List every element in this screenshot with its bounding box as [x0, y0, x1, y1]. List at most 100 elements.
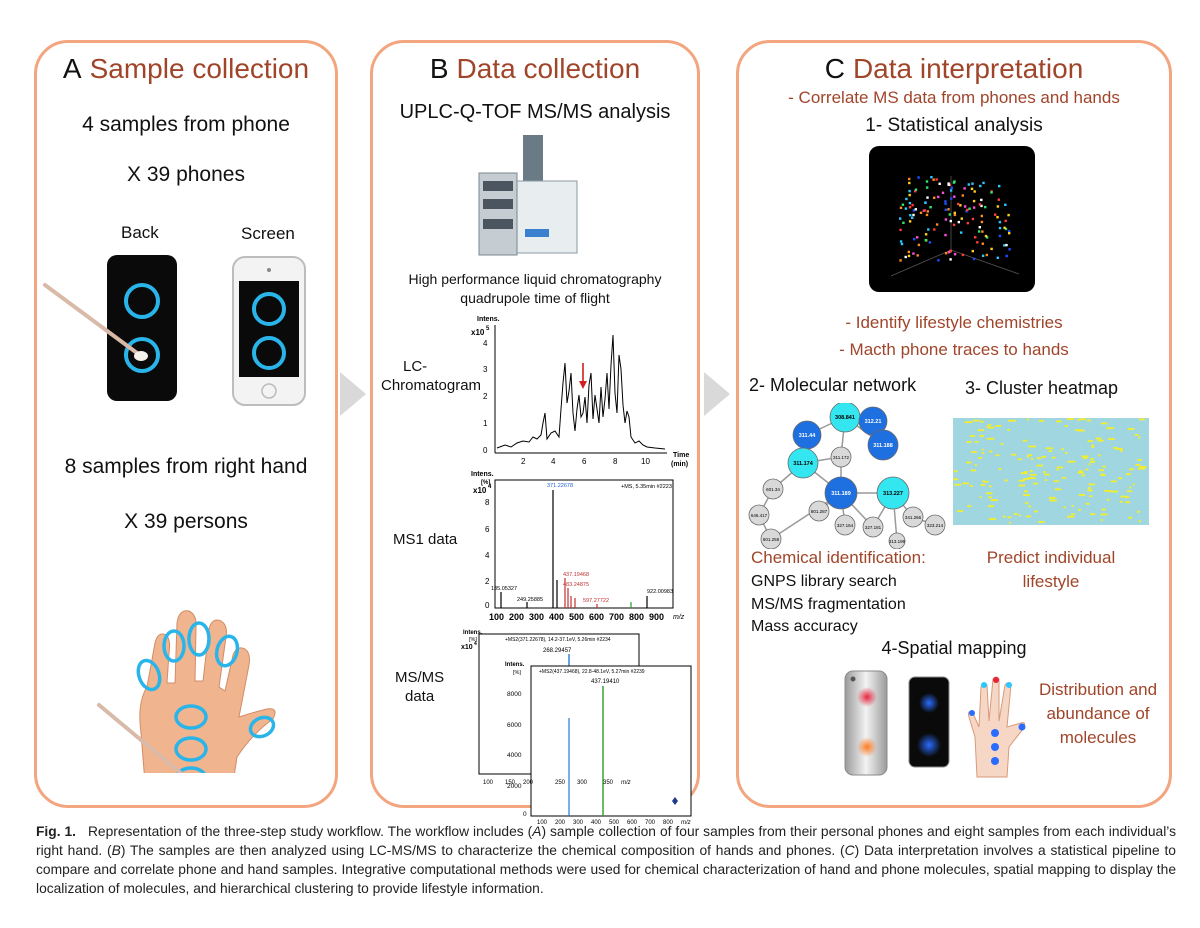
heatmap-cell — [971, 451, 977, 453]
heatmap-cell — [1102, 509, 1106, 511]
msms-xtick: 350 — [603, 780, 614, 786]
chromatogram-trace — [497, 335, 665, 449]
pca-point — [912, 252, 914, 254]
pca-point — [974, 190, 976, 192]
pca-point — [908, 178, 910, 180]
heatmap-cell — [1104, 490, 1110, 492]
network-node-label: 341.266 — [905, 515, 922, 520]
panel-c-title: CData interpretation — [739, 53, 1169, 85]
pca-point — [982, 255, 984, 257]
heatmap-cell — [1100, 474, 1105, 476]
heatmap-cell — [1092, 444, 1094, 446]
pca-point — [899, 259, 901, 261]
heatmap-heading: 3- Cluster heatmap — [965, 378, 1118, 399]
arrow-a-to-b — [340, 372, 366, 416]
pca-point — [930, 176, 932, 178]
chrom-ytick: 4 — [483, 339, 488, 348]
chrom-ytick: 2 — [483, 392, 488, 401]
caption-text-3: ) The samples are then analyzed using LC… — [121, 843, 845, 858]
heatmap-cell — [1036, 465, 1043, 467]
pca-point — [960, 231, 962, 233]
pca-point — [978, 230, 980, 232]
pca-point — [990, 248, 992, 250]
network-node-label: 601.258 — [763, 537, 780, 542]
heatmap-cell — [1088, 440, 1093, 442]
spatial-hotspot-orange — [857, 737, 877, 757]
heatmap-cell — [1028, 477, 1036, 479]
heatmap-cell — [1045, 479, 1048, 481]
pca-point — [909, 220, 911, 222]
pca-point — [967, 222, 969, 224]
ms1-label: 249.25885 — [517, 597, 543, 603]
heatmap-cell — [1030, 470, 1033, 472]
heatmap-cell — [1090, 513, 1095, 515]
spatial-mapping-heading: 4-Spatial mapping — [739, 638, 1169, 659]
heatmap-cell — [1037, 457, 1041, 459]
pca-point — [944, 203, 946, 205]
heatmap-cell — [1075, 429, 1081, 431]
spatial-hand-spot — [969, 710, 975, 716]
heatmap-cell — [1018, 458, 1022, 460]
pca-point — [962, 254, 964, 256]
pca-point — [944, 234, 946, 236]
spatial-mapping-illustration — [839, 667, 1029, 779]
instrument-icon — [473, 129, 583, 264]
spatial-phone-back — [845, 671, 887, 775]
ms1-yticks: 8 6 4 2 0 — [485, 498, 490, 610]
heatmap-cell — [967, 505, 971, 507]
heatmap-cell — [1027, 454, 1032, 456]
pca-point — [915, 189, 917, 191]
heatmap-cell — [1068, 461, 1076, 463]
pca-point — [1005, 220, 1007, 222]
msms-inner-ylabel: Intens. — [505, 662, 525, 668]
pca-point — [912, 214, 914, 216]
heatmap-cell — [1101, 519, 1103, 521]
pca-point — [917, 176, 919, 178]
chrom-xtick: 4 — [551, 457, 556, 466]
ms1-xtick: 200 — [509, 612, 524, 622]
ms1-yexp: x10 — [473, 486, 487, 495]
pca-point — [899, 229, 901, 231]
pca-point — [905, 256, 907, 258]
pca-point — [953, 196, 955, 198]
heatmap-cell — [1081, 456, 1088, 458]
heatmap-cell — [1077, 419, 1080, 421]
pca-point — [945, 252, 947, 254]
heatmap-cell — [989, 518, 996, 520]
heatmap-cell — [1125, 501, 1130, 503]
heatmap-cell — [989, 486, 992, 488]
heatmap-cell — [980, 435, 985, 437]
network-node-label: 311.172 — [833, 455, 849, 460]
heatmap-cell — [971, 470, 976, 472]
phones-count-text: X 39 phones — [37, 163, 335, 187]
pca-point — [942, 192, 944, 194]
msms-inner-yunit: [%] — [513, 670, 521, 676]
heatmap-cell — [954, 484, 961, 486]
pca-point — [909, 202, 911, 204]
heatmap-cell — [1137, 511, 1140, 513]
heatmap-cell — [1057, 469, 1059, 471]
heatmap-cell — [963, 483, 970, 485]
pca-point — [957, 203, 959, 205]
panel-a-title: ASample collection — [37, 53, 335, 85]
heatmap-cell — [1078, 509, 1081, 511]
heatmap-cell — [1064, 506, 1066, 508]
heatmap-cell — [1082, 475, 1086, 477]
pca-point — [1005, 244, 1007, 246]
lc-label-2: Chromatogram — [381, 377, 481, 394]
caption-fig-label: Fig. 1. — [36, 824, 76, 839]
heatmap-cell — [1079, 494, 1086, 496]
panel-c-name: Data interpretation — [853, 53, 1083, 84]
pca-point — [926, 214, 928, 216]
pca-point — [996, 216, 998, 218]
heatmap-cell — [978, 457, 982, 459]
heatmap-cell — [1024, 490, 1028, 492]
spatial-hotspot-blue-bottom — [917, 733, 941, 757]
pca-point — [950, 220, 952, 222]
heatmap-cell — [1049, 450, 1052, 452]
ms1-ylabel: Intens. — [471, 471, 494, 478]
pca-point — [976, 241, 978, 243]
pca-point — [985, 235, 987, 237]
chrom-xtick: 2 — [521, 457, 526, 466]
pca-point — [927, 210, 929, 212]
